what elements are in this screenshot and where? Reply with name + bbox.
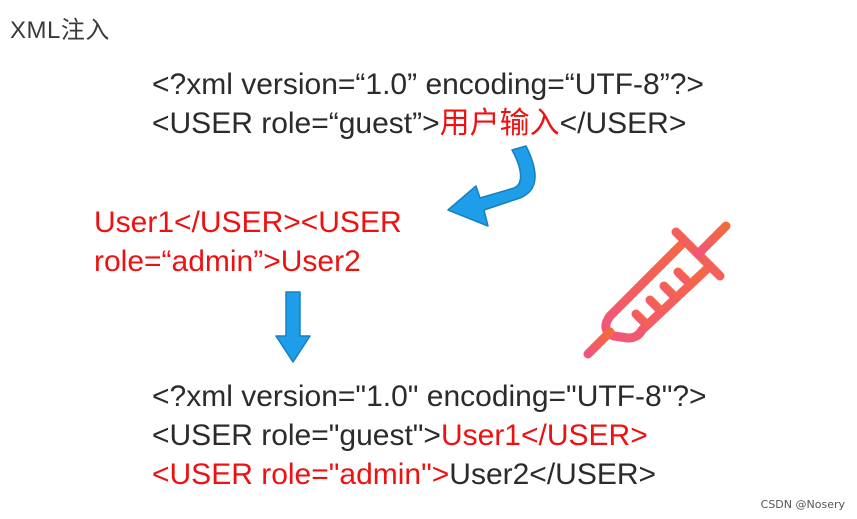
- result-line-2-prefix: <USER role="guest">: [152, 419, 441, 452]
- template-line-1: <?xml version=“1.0” encoding=“UTF-8”?>: [152, 68, 704, 101]
- result-line-1: <?xml version="1.0" encoding="UTF-8"?>: [152, 380, 707, 413]
- template-line-2-suffix: </USER>: [559, 107, 687, 140]
- user-input-placeholder: 用户输入: [439, 107, 560, 140]
- xml-template-block: <?xml version=“1.0” encoding=“UTF-8”?> <…: [152, 65, 704, 143]
- result-line-3-suffix: User2</USER>: [449, 458, 657, 491]
- result-line-2-injected: User1</USER>: [440, 419, 648, 452]
- result-line-3-injected: <USER role="admin">: [152, 458, 450, 491]
- template-line-2-prefix: <USER role=“guest”>: [152, 107, 440, 140]
- result-line-3: <USER role="admin">User2</USER>: [152, 455, 707, 494]
- syringe-icon: [583, 221, 731, 359]
- curved-arrow-icon: [447, 145, 536, 227]
- payload-line-2: role=“admin”>User2: [94, 245, 361, 278]
- result-line-2: <USER role="guest">User1</USER>: [152, 416, 707, 455]
- payload-line-1: User1</USER><USER: [94, 206, 402, 239]
- slide-title: XML注入: [10, 17, 110, 44]
- watermark: CSDN @Nosery: [760, 498, 845, 511]
- down-arrow-icon: [275, 291, 311, 363]
- payload-block: User1</USER><USER role=“admin”>User2: [94, 203, 402, 281]
- xml-result-block: <?xml version="1.0" encoding="UTF-8"?> <…: [152, 377, 707, 494]
- template-line-2: <USER role=“guest”>用户输入</USER>: [152, 104, 704, 143]
